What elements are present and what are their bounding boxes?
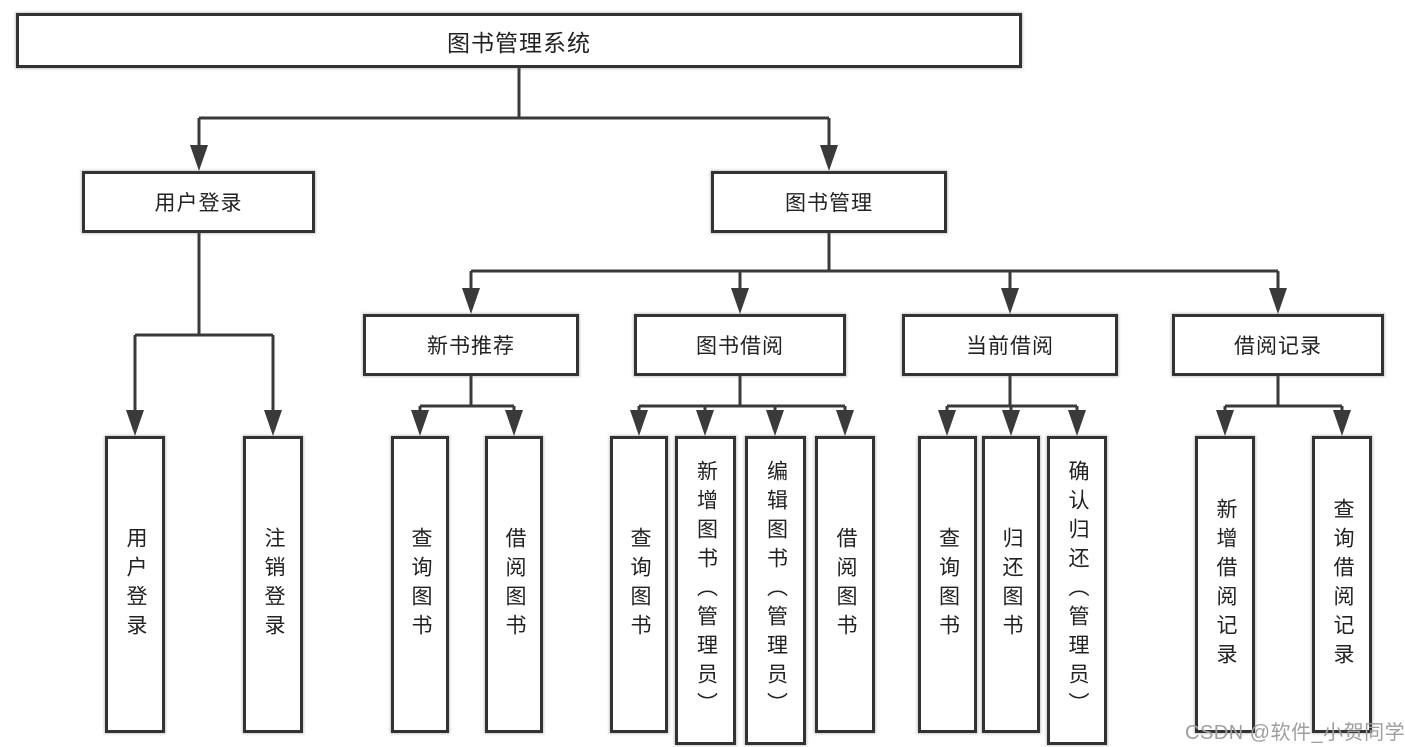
node-library-management-system: 图书管理系统 [16, 13, 1022, 68]
arrowhead-icon [126, 410, 144, 436]
leaf-query-books-current: 查询图书 [918, 436, 977, 733]
arrowhead-icon [1216, 410, 1234, 436]
node-label: 确认归还（管理员） [1066, 460, 1089, 721]
node-label: 编辑图书（管理员） [764, 460, 788, 721]
arrowhead-icon [938, 410, 956, 436]
leaf-edit-books-admin: 编辑图书（管理员） [745, 436, 806, 745]
node-label: 借阅图书 [503, 526, 526, 643]
leaf-return-books: 归还图书 [982, 436, 1040, 733]
arrowhead-icon [836, 410, 854, 436]
leaf-add-borrow-record: 新增借阅记录 [1195, 436, 1255, 733]
arrowhead-icon [820, 145, 838, 171]
arrowhead-icon [505, 410, 523, 436]
node-label: 查询图书 [628, 526, 651, 643]
arrowhead-icon [1333, 410, 1351, 436]
node-label: 查询图书 [409, 526, 432, 643]
node-label: 用户登录 [154, 192, 243, 215]
node-new-book-recommend: 新书推荐 [363, 314, 579, 376]
leaf-query-books-borrow: 查询图书 [610, 436, 668, 733]
node-book-management: 图书管理 [711, 171, 947, 233]
arrowhead-icon [1269, 288, 1287, 314]
node-label: 用户登录 [124, 526, 147, 643]
arrowhead-icon [264, 410, 282, 436]
csdn-watermark: CSDN @软件_小贺同学 [1185, 722, 1405, 744]
arrowhead-icon [731, 288, 749, 314]
node-label: 新书推荐 [427, 335, 515, 358]
node-label: 归还图书 [1000, 526, 1023, 643]
arrowhead-icon [1068, 410, 1086, 436]
leaf-borrow-books: 借阅图书 [815, 436, 875, 733]
tree-connector-segments [135, 68, 1342, 408]
node-label: 注销登录 [262, 526, 285, 643]
arrowhead-icon [630, 410, 648, 436]
leaf-borrow-books-recommend: 借阅图书 [485, 436, 543, 733]
arrowhead-icon [1001, 288, 1019, 314]
leaf-logout-login: 注销登录 [243, 436, 303, 733]
leaf-user-login: 用户登录 [105, 436, 165, 733]
arrowhead-icon [462, 288, 480, 314]
node-current-borrow: 当前借阅 [902, 314, 1118, 376]
arrowhead-icon [190, 145, 208, 171]
node-user-login: 用户登录 [82, 171, 315, 233]
leaf-query-borrow-record: 查询借阅记录 [1312, 436, 1372, 733]
node-label: 当前借阅 [966, 335, 1054, 358]
arrowhead-icon [696, 410, 714, 436]
node-borrow-records: 借阅记录 [1172, 314, 1384, 376]
arrowhead-icon [1002, 410, 1020, 436]
node-label: 借阅图书 [834, 526, 857, 643]
node-label: 新增图书（管理员） [694, 460, 718, 721]
arrowhead-icon [411, 410, 429, 436]
node-label: 图书管理 [785, 192, 873, 215]
leaf-add-books-admin: 新增图书（管理员） [675, 436, 736, 745]
node-label: 查询图书 [936, 526, 960, 643]
node-label: 新增借阅记录 [1214, 497, 1237, 672]
node-label: 借阅记录 [1234, 335, 1322, 358]
leaf-confirm-return-admin: 确认归还（管理员） [1047, 436, 1107, 745]
node-label: 图书管理系统 [447, 29, 591, 56]
node-label: 查询借阅记录 [1331, 497, 1354, 672]
arrowhead-icon [766, 410, 784, 436]
leaf-query-books-recommend: 查询图书 [391, 436, 449, 733]
node-book-borrow: 图书借阅 [634, 314, 846, 376]
node-label: 图书借阅 [696, 335, 784, 358]
